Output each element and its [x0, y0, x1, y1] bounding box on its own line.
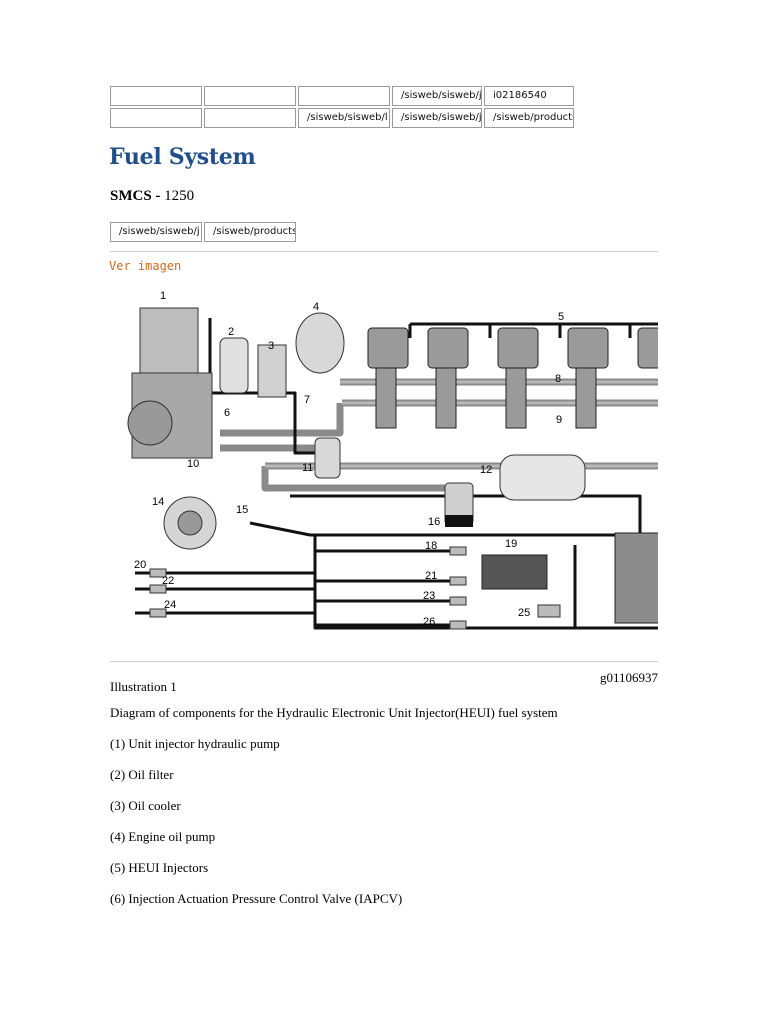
diagram-label: 16 — [428, 516, 440, 528]
document-id-cell: i02186540 — [484, 86, 574, 106]
diagram-label: 11 — [302, 462, 313, 474]
hydraulic-pump — [127, 307, 213, 459]
divider — [110, 661, 658, 662]
diagram-label: 4 — [313, 301, 319, 313]
diagram-label: 12 — [480, 464, 492, 476]
diagram-label: 14 — [152, 496, 164, 508]
smcs-value: 1250 — [164, 188, 195, 204]
diagram-label: 25 — [518, 607, 530, 619]
divider — [110, 251, 658, 252]
header-cell — [110, 86, 202, 106]
list-item: (4) Engine oil pump — [110, 829, 216, 844]
list-item: (2) Oil filter — [110, 767, 174, 782]
diagram-label: 3 — [268, 340, 274, 352]
header-cell — [204, 86, 296, 106]
diagram-label: 1 — [160, 290, 166, 302]
diagram-label: 8 — [555, 373, 561, 385]
list-item: (1) Unit injector hydraulic pump — [110, 736, 280, 751]
header-cell-link[interactable]: /sisweb/sisweb/l — [298, 108, 390, 128]
diagram-label: 26 — [423, 616, 435, 628]
smcs-code: SMCS - 1250 — [110, 188, 194, 205]
diagram-label: 23 — [423, 590, 435, 602]
header-cell-link[interactable]: /sisweb/sisweb/j — [392, 86, 482, 106]
diagram-label: 21 — [425, 570, 437, 582]
page-title: Fuel System — [109, 144, 256, 170]
view-image-link[interactable]: Ver imagen — [109, 259, 182, 273]
diagram-label: 20 — [134, 559, 146, 571]
list-item: (5) HEUI Injectors — [110, 860, 209, 875]
diagram-label: 5 — [558, 311, 564, 323]
sub-table-link[interactable]: /sisweb/products — [204, 222, 296, 242]
diagram-label: 15 — [236, 504, 248, 516]
diagram-label: 18 — [425, 540, 437, 552]
smcs-label: SMCS - — [110, 188, 161, 204]
heui-fuel-system-diagram: 1 2 3 4 5 6 7 8 9 10 11 12 14 15 16 18 1… — [127, 290, 658, 630]
diagram-label: 2 — [228, 326, 234, 338]
diagram-description: Diagram of components for the Hydraulic … — [110, 705, 558, 720]
sub-table-link[interactable]: /sisweb/sisweb/j — [110, 222, 202, 242]
diagram-label: 10 — [187, 458, 199, 470]
list-item: (6) Injection Actuation Pressure Control… — [110, 891, 403, 906]
header-cell-link[interactable]: /sisweb/sisweb/j — [392, 108, 482, 128]
diagram-label: 22 — [162, 575, 174, 587]
diagram-label: 19 — [505, 538, 517, 550]
header-cell — [204, 108, 296, 128]
diagram-label: 7 — [304, 394, 310, 406]
illustration-caption: Illustration 1 — [110, 679, 177, 694]
header-cell — [298, 86, 390, 106]
header-cell — [110, 108, 202, 128]
diagram-label: 6 — [224, 407, 230, 419]
diagram-label: 24 — [164, 599, 176, 611]
graphic-id: g01106937 — [599, 670, 658, 685]
diagram-label: 9 — [556, 414, 562, 426]
header-cell-link[interactable]: /sisweb/products — [484, 108, 574, 128]
list-item: (3) Oil cooler — [110, 798, 181, 813]
